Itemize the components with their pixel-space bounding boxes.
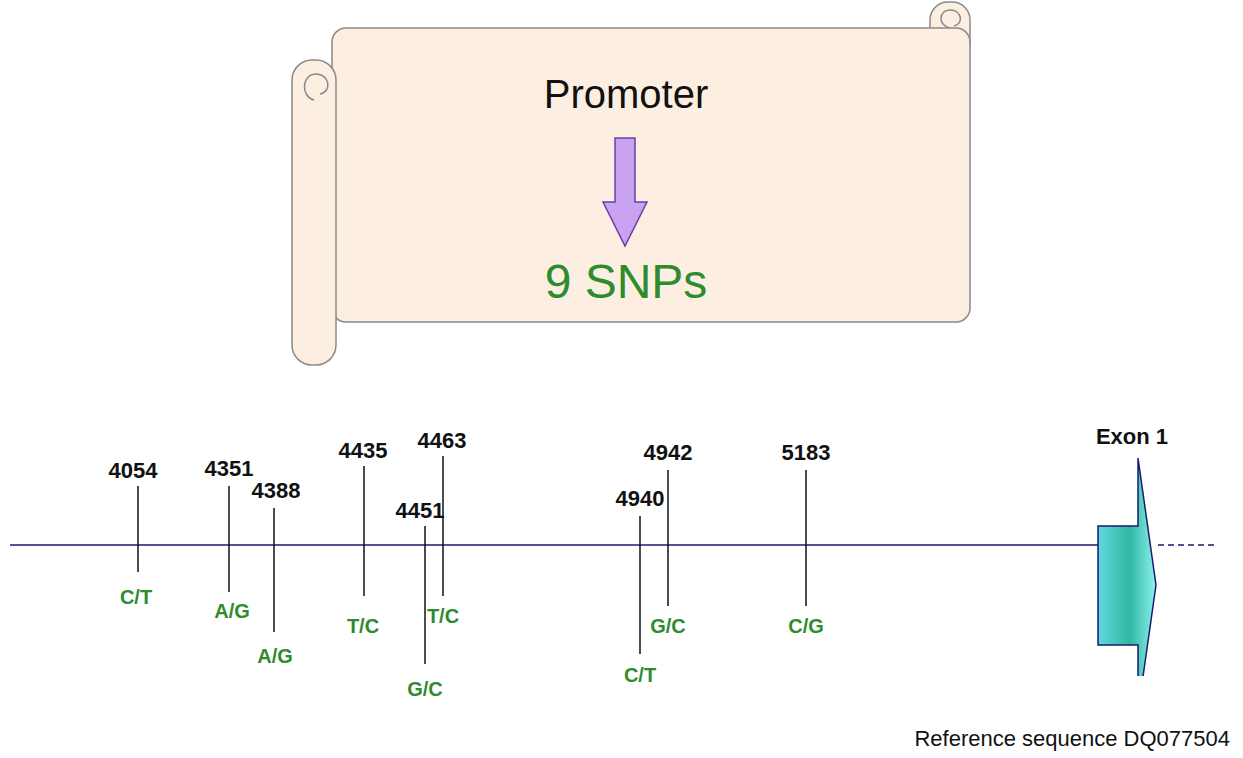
snp-count: 9 SNPs <box>545 254 708 309</box>
reference-note: Reference sequence DQ077504 <box>914 726 1230 752</box>
promoter-line <box>10 544 1100 546</box>
allele: T/C <box>427 605 459 628</box>
allele: T/C <box>347 615 379 638</box>
allele: C/G <box>788 615 824 638</box>
position-number: 4942 <box>644 440 693 466</box>
position-number: 4435 <box>339 438 388 464</box>
allele: C/T <box>120 586 152 609</box>
allele: C/T <box>624 664 656 687</box>
position-number: 4351 <box>205 456 254 482</box>
scroll-shape <box>290 0 974 368</box>
exon-label: Exon 1 <box>1096 424 1168 450</box>
scroll-banner: Promoter 9 SNPs <box>290 0 974 368</box>
down-arrow <box>603 138 647 246</box>
banner-title: Promoter <box>544 72 709 117</box>
position-number: 4451 <box>396 498 445 524</box>
exon-arrow: Exon 1 <box>1090 430 1180 676</box>
position-number: 4054 <box>109 458 158 484</box>
position-number: 4940 <box>616 486 665 512</box>
position-number: 4463 <box>418 428 467 454</box>
position-number: 5183 <box>782 440 831 466</box>
allele: G/C <box>407 678 443 701</box>
allele: A/G <box>214 600 250 623</box>
snp-ticks <box>138 456 806 664</box>
allele: A/G <box>257 645 293 668</box>
exon-shape <box>1090 430 1180 676</box>
position-number: 4388 <box>252 478 301 504</box>
allele: G/C <box>650 615 686 638</box>
dashed-continuation <box>1158 544 1218 546</box>
